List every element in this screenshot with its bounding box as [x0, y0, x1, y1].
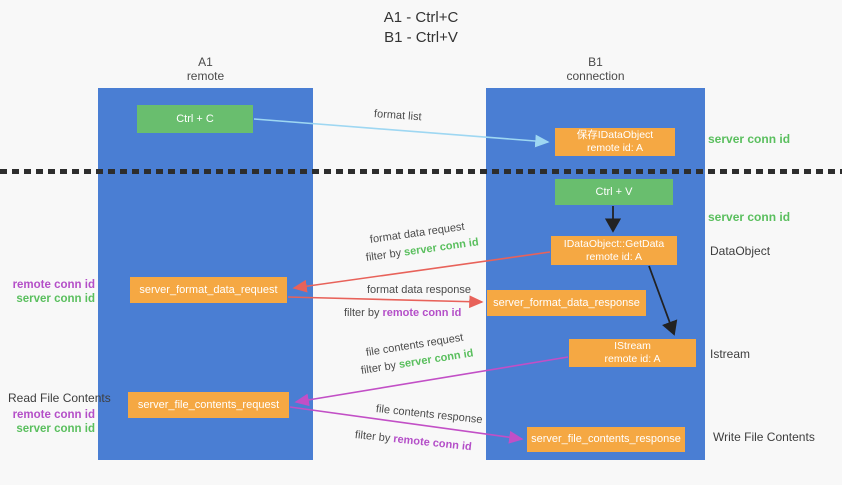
side-pair-lower-conn-ids: remote conn id server conn id — [8, 408, 95, 436]
diagram-title: A1 - Ctrl+C B1 - Ctrl+V — [0, 8, 842, 48]
node-server-file-contents-request-label: server_file_contents_request — [137, 398, 280, 411]
node-save-idataobject-line1: 保存IDataObject — [576, 129, 654, 141]
lane-b1-sub: connection — [566, 69, 625, 83]
dotted-divider — [0, 169, 842, 174]
title-line-1: A1 - Ctrl+C — [383, 9, 459, 26]
node-server-file-contents-request: server_file_contents_request — [128, 392, 289, 418]
node-ctrl-v: Ctrl + V — [555, 179, 673, 205]
lane-a1-sub: remote — [186, 69, 225, 83]
side-label-remote-conn-id-lower: remote conn id — [12, 409, 95, 421]
edge-label-format-list: format list — [373, 108, 422, 124]
node-server-file-contents-response-label: server_file_contents_response — [531, 433, 681, 445]
side-label-remote-conn-id-upper: remote conn id — [12, 279, 95, 291]
filter-by-text: filter by — [354, 429, 391, 445]
edge-label-format-data-response: format data response — [367, 284, 471, 296]
side-label-write-file-contents: Write File Contents — [713, 430, 815, 444]
node-save-idataobject: 保存IDataObject remote id: A — [555, 128, 675, 156]
side-label-server-conn-id-top: server conn id — [708, 132, 791, 146]
remote-conn-id-text: remote conn id — [382, 307, 462, 319]
format-data-response-arrow — [287, 295, 484, 309]
node-idataobject-getdata: IDataObject::GetData remote id: A — [551, 236, 677, 265]
side-pair-upper-conn-ids: remote conn id server conn id — [8, 278, 95, 306]
lane-a1-name: A1 — [198, 55, 213, 69]
side-label-server-conn-id-lower: server conn id — [16, 423, 95, 435]
node-ctrl-v-label: Ctrl + V — [595, 185, 633, 198]
node-idataobject-getdata-line2: remote id: A — [585, 250, 643, 263]
side-label-istream: Istream — [710, 347, 751, 361]
node-server-format-data-request: server_format_data_request — [130, 277, 287, 303]
node-server-format-data-response-label: server_format_data_response — [493, 296, 640, 309]
node-save-idataobject-line2: remote id: A — [586, 142, 644, 154]
lane-header-b1: B1 connection — [486, 55, 705, 83]
node-istream-line1: IStream — [614, 340, 651, 352]
side-label-server-conn-id-mid: server conn id — [708, 210, 791, 224]
lane-header-a1: A1 remote — [98, 55, 313, 83]
side-label-read-file-contents: Read File Contents — [8, 391, 111, 405]
node-server-file-contents-response: server_file_contents_response — [527, 427, 685, 452]
node-istream: IStream remote id: A — [569, 339, 696, 367]
title-line-2: B1 - Ctrl+V — [384, 29, 458, 46]
filter-by-text: filter by — [360, 359, 397, 377]
node-server-format-data-request-label: server_format_data_request — [139, 283, 278, 296]
side-label-dataobject: DataObject — [710, 244, 771, 258]
remote-conn-id-text: remote conn id — [392, 433, 473, 454]
node-istream-line2: remote id: A — [604, 353, 661, 365]
side-label-server-conn-id-upper: server conn id — [16, 293, 95, 305]
lane-b1-name: B1 — [588, 55, 603, 69]
edge-label-file-contents-response: file contents response — [375, 403, 484, 427]
node-idataobject-getdata-line1: IDataObject::GetData — [563, 237, 665, 250]
filter-by-text: filter by — [365, 247, 402, 264]
node-ctrl-c-label: Ctrl + C — [176, 112, 214, 125]
node-ctrl-c: Ctrl + C — [137, 105, 253, 133]
filter-by-text: filter by — [344, 307, 380, 319]
node-server-format-data-response: server_format_data_response — [487, 290, 646, 316]
